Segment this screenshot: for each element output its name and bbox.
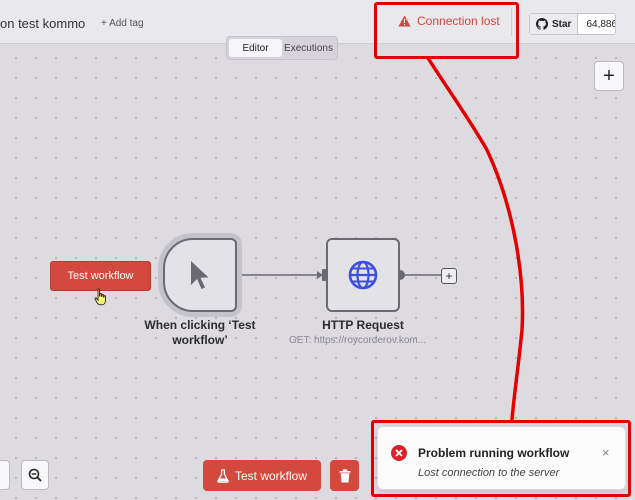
- trigger-node-label: When clicking ‘Test workflow’: [138, 318, 262, 348]
- http-request-node[interactable]: [326, 238, 400, 312]
- http-node-subtitle: GET: https://roycorderov.kom...: [289, 335, 427, 346]
- github-star-button[interactable]: Star 64,886: [529, 13, 616, 35]
- toast-message: Lost connection to the server: [418, 467, 560, 479]
- toast-title: Problem running workflow: [418, 446, 570, 460]
- add-tag-button[interactable]: + Add tag: [101, 18, 144, 29]
- add-node-icon[interactable]: +: [594, 61, 624, 91]
- error-circle-icon: [391, 445, 407, 461]
- flask-icon: [217, 468, 229, 483]
- view-tabs: Editor Executions: [226, 36, 338, 60]
- tab-editor[interactable]: Editor: [229, 39, 282, 57]
- warning-icon: [398, 15, 411, 27]
- hand-cursor-icon: [94, 288, 106, 306]
- header-divider: [511, 8, 512, 36]
- http-node-label: HTTP Request: [322, 318, 404, 332]
- close-icon[interactable]: ×: [602, 445, 610, 460]
- zoom-in-button[interactable]: [0, 460, 10, 490]
- github-icon: [536, 18, 548, 30]
- trigger-node-label-line2: workflow’: [172, 333, 228, 347]
- add-next-node-button[interactable]: +: [441, 268, 457, 284]
- delete-button[interactable]: [330, 460, 359, 491]
- mouse-pointer-icon: [191, 261, 209, 289]
- github-star[interactable]: Star: [530, 14, 579, 34]
- canvas-test-workflow-button[interactable]: Test workflow: [50, 261, 151, 291]
- globe-icon: [348, 260, 378, 290]
- tab-executions[interactable]: Executions: [284, 42, 333, 54]
- connection-status: Connection lost: [398, 14, 500, 28]
- zoom-out-icon: [28, 468, 42, 482]
- connection-status-text: Connection lost: [417, 14, 500, 28]
- trigger-node-label-line1: When clicking ‘Test: [144, 318, 256, 332]
- footer-test-workflow-label: Test workflow: [234, 468, 308, 483]
- footer-test-workflow-button[interactable]: Test workflow: [203, 460, 321, 491]
- error-toast: Problem running workflow Lost connection…: [377, 426, 626, 490]
- github-star-count[interactable]: 64,886: [578, 14, 615, 34]
- manual-trigger-node[interactable]: [163, 238, 237, 312]
- zoom-out-button[interactable]: [21, 460, 49, 490]
- trash-icon: [339, 468, 350, 482]
- workflow-name[interactable]: on test kommo: [0, 16, 86, 31]
- github-star-label: Star: [552, 18, 572, 30]
